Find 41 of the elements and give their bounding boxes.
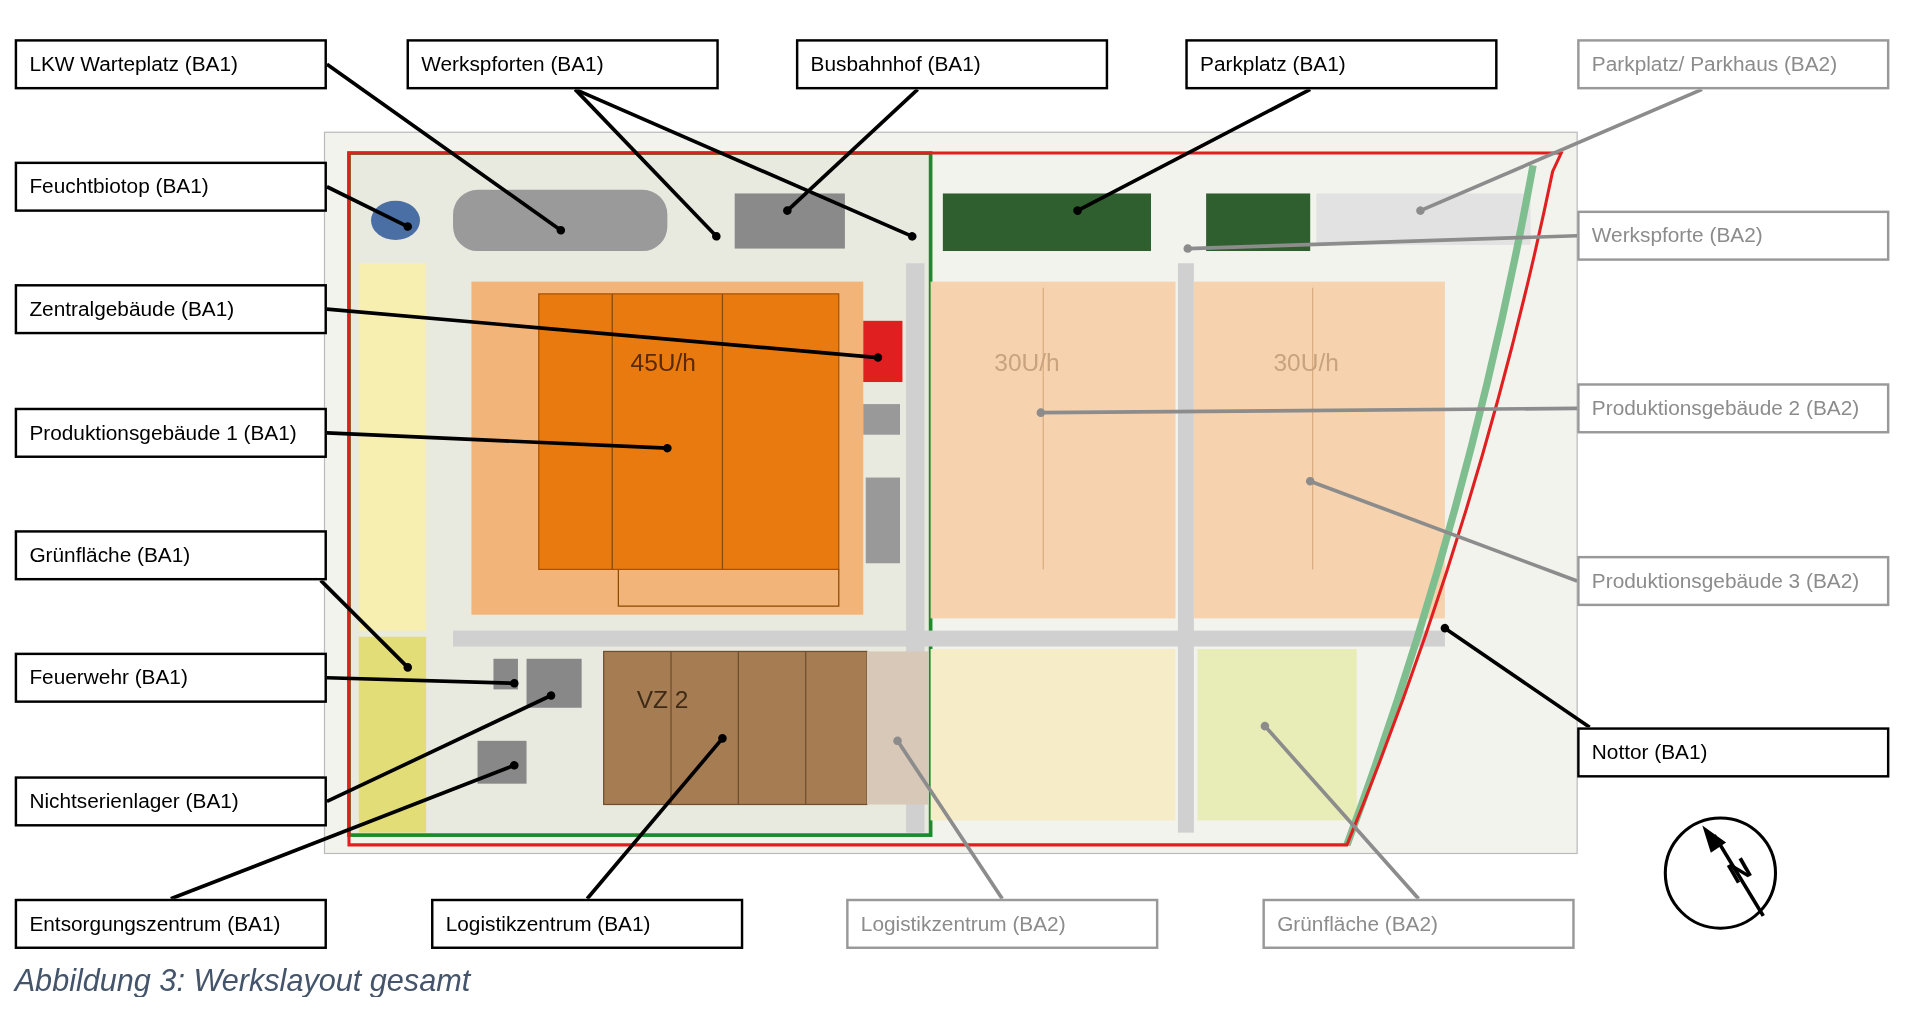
callout-label: Nichtserienlager (BA1)	[14, 776, 327, 827]
callout-label: Werkspforte (BA2)	[1577, 210, 1890, 261]
leader-line	[326, 185, 413, 231]
figure-caption: Abbildung 3: Werkslayout gesamt	[14, 962, 471, 998]
leader-line	[585, 734, 727, 900]
leader-line	[573, 88, 721, 241]
callout-label: Feuerwehr (BA1)	[14, 652, 327, 703]
callout-label: Feuchtbiotop (BA1)	[14, 161, 327, 212]
leader-line	[326, 431, 672, 453]
callout-label: Logistikzentrum (BA2)	[846, 898, 1159, 949]
leader-line	[893, 736, 1004, 900]
callout-label: Produktionsgebäude 2 (BA2)	[1577, 383, 1890, 434]
callout-label: Parkplatz (BA1)	[1185, 39, 1498, 90]
capacity-label: 45U/h	[630, 349, 696, 378]
callout-label: Grünfläche (BA1)	[14, 530, 327, 581]
leader-line	[1183, 233, 1578, 253]
leader-line	[326, 691, 556, 804]
callout-label: Busbahnhof (BA1)	[795, 39, 1109, 90]
leader-line	[326, 675, 519, 688]
leader-line	[1416, 87, 1703, 215]
leader-line	[1073, 87, 1312, 215]
callout-label: Produktionsgebäude 1 (BA1)	[14, 407, 327, 458]
leader-line	[326, 307, 883, 362]
callout-label: LKW Warteplatz (BA1)	[14, 39, 327, 90]
callout-label: Zentralgebäude (BA1)	[14, 284, 327, 335]
leader-line	[1036, 406, 1578, 417]
leader-line	[1440, 623, 1591, 729]
callout-label: Nottor (BA1)	[1577, 727, 1890, 778]
callout-label: Werkspforten (BA1)	[406, 39, 719, 90]
building-label: VZ 2	[636, 685, 689, 714]
leader-line	[325, 62, 566, 235]
leader-line	[170, 761, 519, 901]
leader-line	[574, 87, 917, 241]
callout-label: Produktionsgebäude 3 (BA2)	[1577, 555, 1890, 607]
callout-label: Grünfläche (BA2)	[1262, 898, 1575, 949]
callout-label: Parkplatz/ Parkhaus (BA2)	[1577, 39, 1890, 90]
leader-line	[1305, 476, 1578, 583]
leader-line	[1260, 721, 1420, 900]
callout-label: Entsorgungszentrum (BA1)	[14, 898, 327, 949]
leader-line	[783, 88, 919, 215]
callout-label: Logistikzentrum (BA1)	[431, 898, 744, 949]
